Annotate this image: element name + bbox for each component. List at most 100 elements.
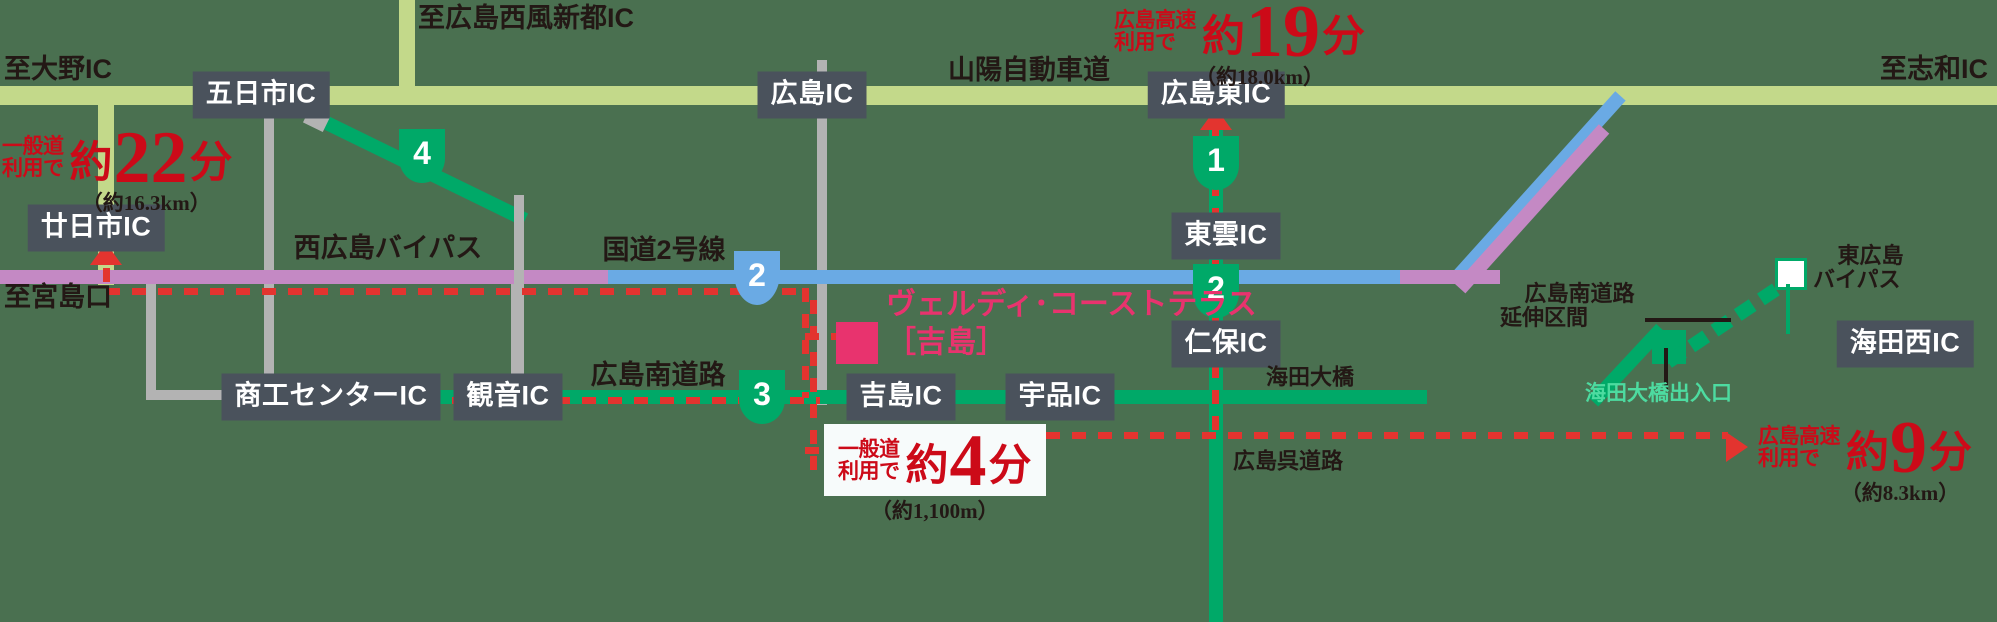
route-shield-2-green: 2 [1193,264,1239,318]
time-4-distance: （約1,100m） [870,498,999,523]
local-road-vertical-yoshijima [817,60,827,405]
ic-label-itsukaichi: 五日市IC [205,78,317,109]
direction-label-to-shiwa: 至志和IC [1880,54,1988,84]
nishi-hiroshima-bypass-road [0,270,616,284]
route-shield-1-number: 1 [1207,142,1225,178]
road-label-higashi-bypass-text: 東広島 バイパス [1813,242,1904,292]
road-label-bypass-text: 西広島バイパス [293,232,483,263]
time-19-number: 19 [1246,0,1320,73]
direction-label-to-ono: 至大野IC [4,54,112,84]
time-4-prefix-line1: 一般道 [838,437,900,461]
direction-to-shiwa-text: 至志和IC [1880,53,1988,84]
route-shield-3-number: 3 [753,376,771,412]
road-label-extension-text: 広島南道路 延伸区間 [1500,280,1635,330]
time-19-prefix-line1: 広島高速 [1114,8,1197,32]
road-label-nishi-hiroshima-bypass: 西広島バイパス [294,233,482,263]
direction-label-to-miyajimaguchi: 至宮島口 [4,282,112,312]
time-annotation-19: 広島高速 利用で 約 19 分 （約18.0km） [1114,0,1365,89]
red-route-hatsukaichi-vertical [103,268,110,292]
time-22-prefix: 一般道 利用で [2,135,64,189]
ic-label-hiroshima-higashi: 広島東IC [1160,78,1272,109]
route-shield-3: 3 [739,370,785,424]
minami-road-extension-dashed [1664,282,1782,368]
road-label-minami-text: 広島南道路 [590,359,726,390]
time-9-prefix-line2: 利用で [1758,446,1820,470]
time-22-distance: （約16.3km） [81,190,211,215]
route-shield-2-blue-number: 2 [748,257,766,293]
time-9-prefix: 広島高速 利用で [1758,424,1841,479]
road-label-higashi-hiroshima-bypass: 東広島 バイパス [1813,219,1903,318]
ic-label-shoko-center: 商工センターIC [234,380,428,411]
ic-sign-shinonome[interactable]: 東雲IC [1171,212,1281,260]
direction-to-miyajima-text: 至宮島口 [4,281,112,312]
time-19-prefix-line2: 利用で [1114,30,1176,54]
minami-extension-leader [1645,318,1731,322]
route-shield-4: 4 [399,129,445,183]
route-shield-1: 1 [1193,136,1239,190]
time-22-number: 22 [113,117,188,199]
time-4-prefix-line2: 利用で [838,459,900,483]
red-route-left-horizontal [106,288,806,295]
ic-label-shinonome: 東雲IC [1184,219,1268,250]
red-route-bottom-horizontal [968,432,1728,439]
time-4-prefix: 一般道 利用で [838,437,900,492]
time-19-distance: （約18.0km） [1195,64,1324,89]
ic-label-ujina: 宇品IC [1018,380,1102,411]
local-road-loop-bottom [146,390,261,400]
ic-sign-hiroshima[interactable]: 広島IC [757,71,867,119]
time-annotation-9: 広島高速 利用で 約 9 分 （約8.3km） [1758,411,1972,505]
red-arrow-right-kure [1726,432,1748,462]
ic-sign-kaita-nishi[interactable]: 海田西IC [1836,320,1974,368]
time-9-distance: （約8.3km） [1840,480,1960,505]
time-22-unit: 分 [189,139,233,187]
route-shield-2-number: 2 [1207,270,1225,306]
sanyo-expressway-spur-seifu [399,0,415,96]
ic-sign-niho[interactable]: 仁保IC [1171,320,1281,368]
ic-sign-hiroshima-higashi[interactable]: 広島東IC [1147,71,1285,119]
road-label-hiroshima-kure-road: 広島呉道路 [1232,448,1344,475]
red-route-left-vertical [802,288,809,398]
direction-to-ono-text: 至大野IC [4,53,112,84]
road-label-kaita-ohashi-entrance: 海田大橋出入口 [1585,382,1732,405]
ic-sign-shoko-center[interactable]: 商工センターIC [221,373,441,421]
ic-label-hiroshima: 広島IC [770,78,854,109]
red-route-minami-horizontal [400,397,820,404]
kaita-nishi-leader [1786,284,1790,334]
time-9-unit: 分 [1929,429,1972,477]
property-name: ヴェルディ･コーストテラス [886,288,1257,321]
time-4-number: 4 [949,420,987,502]
ic-label-niho: 仁保IC [1184,327,1268,358]
sanyo-expressway-main [0,86,1997,105]
time-4-unit: 分 [988,442,1032,490]
road-label-kaita-ohashi: 海田大橋 [1265,364,1355,391]
time-9-yaku: 約 [1846,429,1889,477]
property-marker [836,322,878,364]
time-9-prefix-line1: 広島高速 [1758,424,1841,448]
ic-label-kannon: 観音IC [466,380,550,411]
time-annotation-4: 一般道 利用で 約 4 分 （約1,100m） [824,420,1046,521]
ic-sign-kannon[interactable]: 観音IC [453,373,563,421]
road-label-hiroshima-minami-road: 広島南道路 [591,360,726,390]
road-label-kure-text: 広島呉道路 [1232,448,1344,474]
ic-sign-itsukaichi[interactable]: 五日市IC [192,71,330,119]
property-area: ［吉島］ [886,325,1006,359]
property-name-block: ヴェルディ･コーストテラス ［吉島］ [886,286,1257,361]
local-road-vertical-itsukaichi [264,118,274,403]
direction-label-to-seifu-shinto: 至広島西風新都IC [418,3,634,33]
local-road-loop-left [146,277,156,400]
road-label-minami-road-extension: 広島南道路 延伸区間 [1500,257,1634,356]
ic-sign-ujina[interactable]: 宇品IC [1005,373,1115,421]
road-label-route2: 国道2号線 [602,235,725,265]
time-19-prefix: 広島高速 利用で [1114,8,1197,63]
route-shield-2-blue: 2 [734,251,780,305]
road-label-kaita-ohashi-text: 海田大橋 [1265,364,1355,390]
ic-label-kaita-nishi: 海田西IC [1849,327,1961,358]
kaita-ohashi-entrance-leader [1664,348,1668,390]
ic-sign-hatsukaichi[interactable]: 廿日市IC [27,204,165,252]
time-4-yaku: 約 [905,442,949,490]
higashi-hiroshima-bypass-stub [1400,270,1500,284]
ic-label-yoshijima: 吉島IC [859,380,943,411]
red-route-yoshijima-vertical [810,300,817,470]
ic-sign-yoshijima[interactable]: 吉島IC [846,373,956,421]
